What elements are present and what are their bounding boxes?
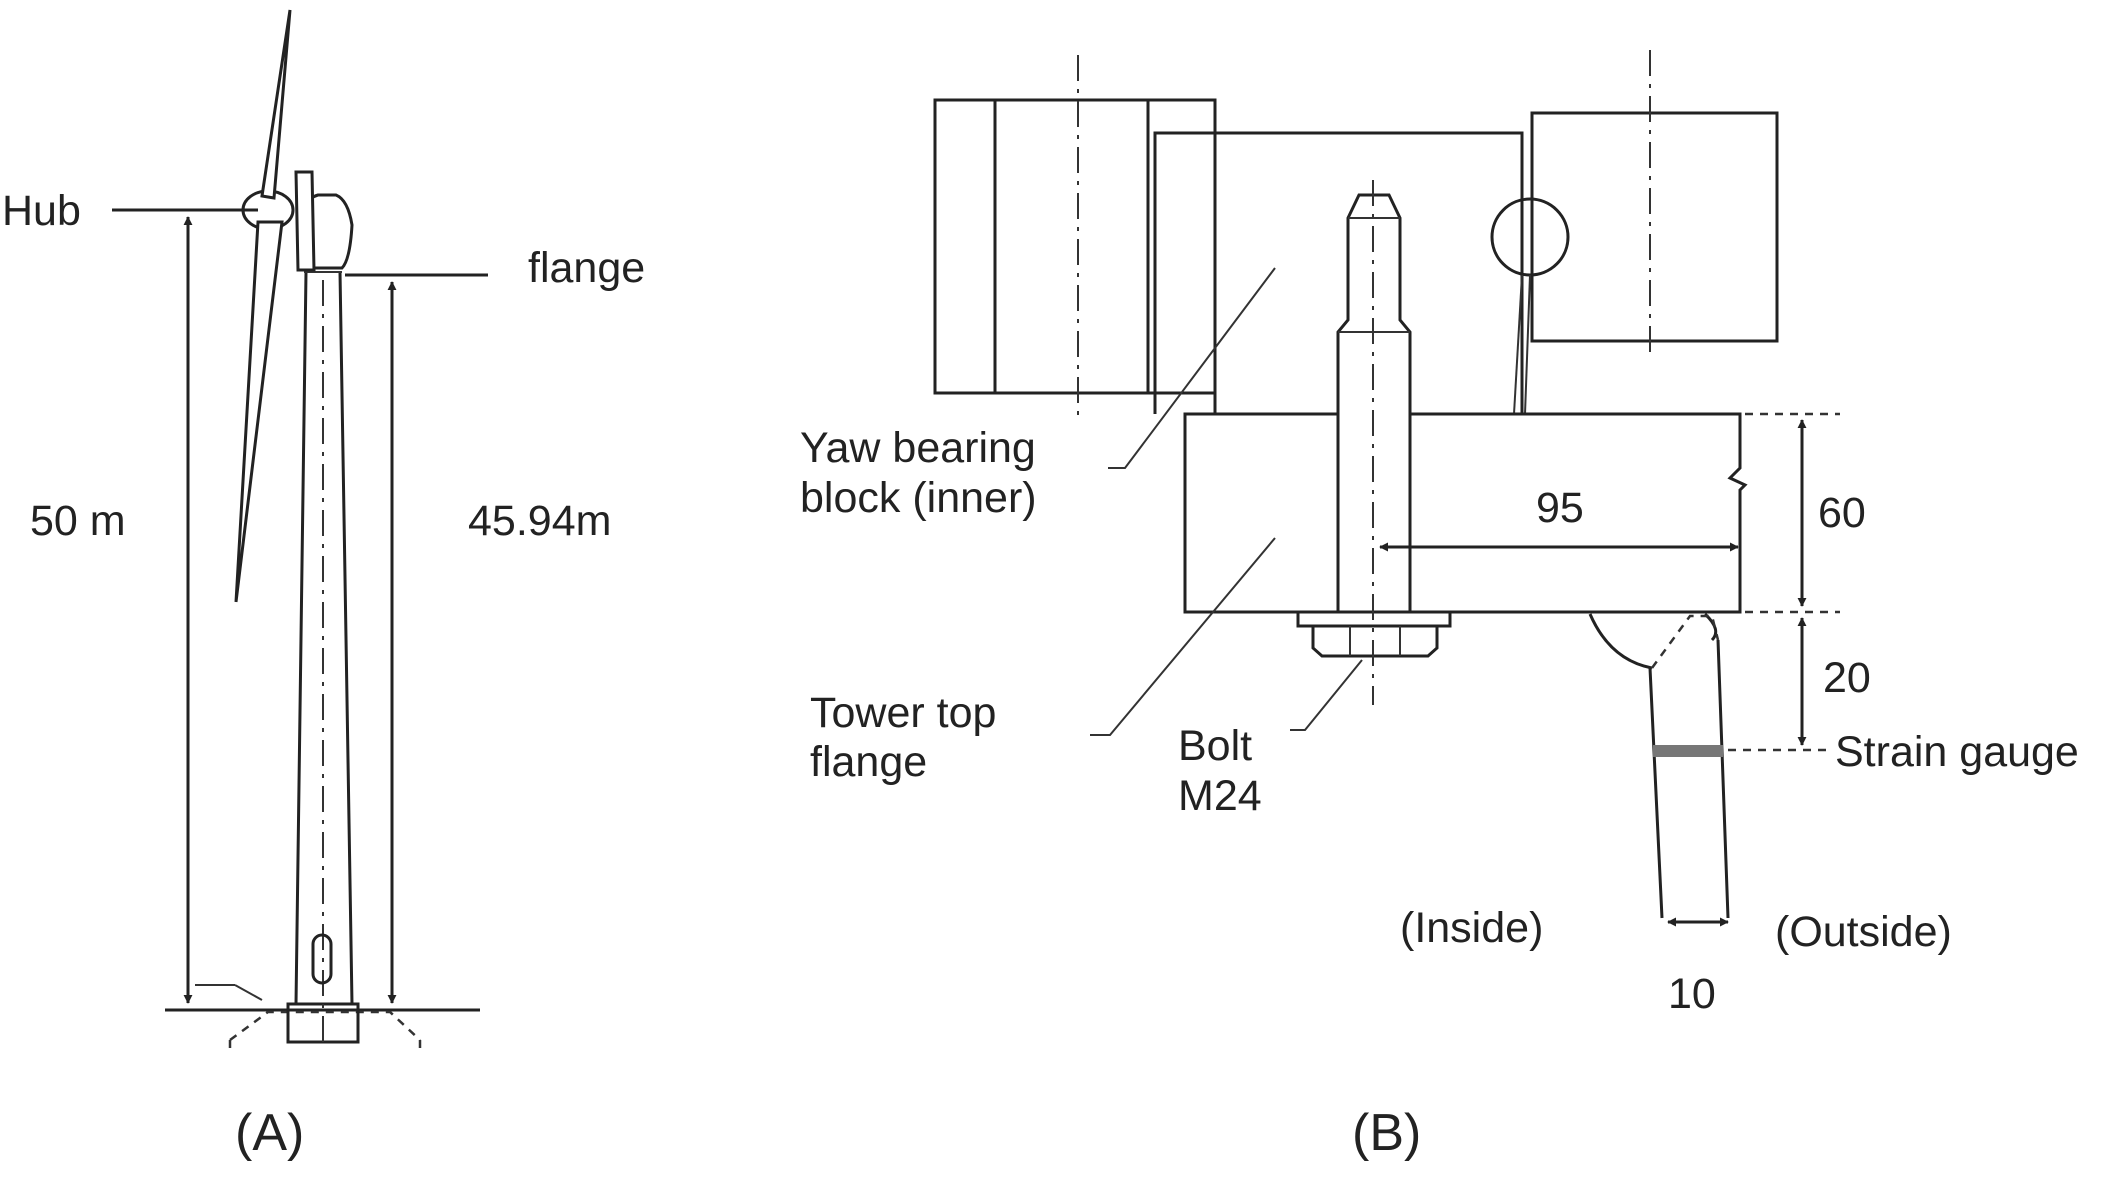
flange-label: flange: [528, 244, 645, 292]
turbine-drawing: [165, 9, 480, 1048]
dim-20-label: 20: [1823, 654, 1871, 702]
outside-label: (Outside): [1775, 908, 1952, 956]
blade-down: [234, 220, 284, 603]
flange-detail: [933, 50, 1779, 919]
weld: [1588, 613, 1653, 670]
dim-60-label: 60: [1818, 489, 1866, 537]
tower-door: [311, 933, 333, 985]
hub-height-label: 50 m: [30, 497, 126, 545]
yaw-bearing-outer-left: [933, 98, 1217, 395]
panel-b-label: (B): [1352, 1104, 1421, 1162]
tower-outline: [294, 271, 354, 1005]
rotor-disk: [294, 170, 316, 272]
tower-top-flange-body: [1183, 412, 1748, 614]
hub-label: Hub: [2, 187, 81, 235]
yaw-bearing-leader: [1108, 267, 1276, 469]
base-annotation: [195, 984, 263, 1001]
tower-flange-label-line1: Tower top: [810, 689, 996, 737]
inside-label: (Inside): [1400, 904, 1543, 952]
bolt-nut: [1311, 624, 1439, 658]
tower-flange-leader: [1090, 537, 1276, 736]
bolt-leader: [1290, 659, 1363, 731]
panel-a-label: (A): [235, 1104, 304, 1162]
dim-10-label: 10: [1668, 970, 1716, 1018]
yaw-bearing-label-line1: Yaw bearing: [800, 424, 1036, 472]
dim-95-label: 95: [1536, 484, 1584, 532]
yaw-bearing-label-line2: block (inner): [800, 474, 1037, 522]
strain-gauge-band: [1653, 745, 1723, 757]
tower-wall-transition: [1650, 614, 1720, 669]
bearing-ball: [1490, 197, 1570, 277]
tower-wall: [1648, 639, 1730, 919]
tower-flange-label-line2: flange: [810, 738, 927, 786]
strain-gauge-label: Strain gauge: [1835, 728, 2079, 776]
bolt-label-line2: M24: [1178, 772, 1262, 820]
bolt-label-line1: Bolt: [1178, 722, 1252, 770]
yaw-bearing-outer-right: [1530, 111, 1779, 343]
blade-up: [260, 9, 292, 200]
flange-height-label: 45.94m: [468, 497, 611, 545]
foundation-outline: [228, 1010, 422, 1048]
